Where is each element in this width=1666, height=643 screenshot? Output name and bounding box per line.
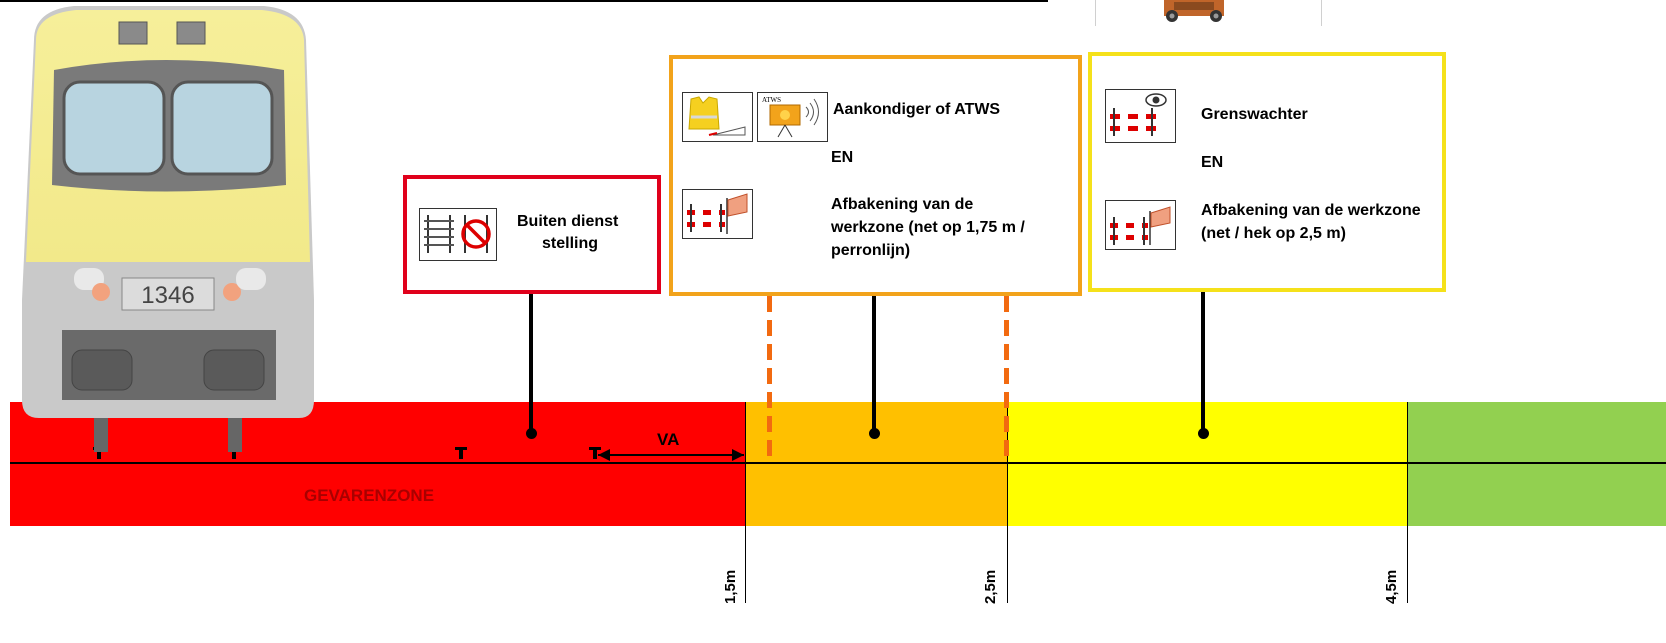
sentinel-line2: (net / hek op 2,5 m) xyxy=(1201,225,1346,242)
announcer-heading: Aankondiger of ATWS xyxy=(833,101,1001,118)
atws-warning-device-icon: ATWS xyxy=(762,96,819,138)
train-front: 1346 xyxy=(14,0,324,465)
track-machine-tile xyxy=(1095,0,1322,26)
out-of-service-pointer xyxy=(529,294,533,434)
sentinel-zone xyxy=(1007,402,1408,526)
announcer-dashed-line-left xyxy=(767,296,772,456)
out-of-service-label-line1: Buiten dienst xyxy=(517,213,619,230)
sentinel-and: EN xyxy=(1201,154,1224,171)
track-out-of-service-icon xyxy=(424,215,491,253)
divider-4-5m xyxy=(1407,402,1408,603)
track-out-of-service-tile xyxy=(419,208,497,261)
lookout-vest-horn-icon xyxy=(688,96,746,136)
top-rule xyxy=(0,0,1048,2)
atws-device-tile: ATWS xyxy=(757,92,828,142)
train-front-icon: 1346 xyxy=(22,6,314,452)
sentinel-tile xyxy=(1105,89,1176,143)
announcer-zone xyxy=(746,402,1007,526)
sentinel-eye-barrier-icon xyxy=(1110,93,1167,136)
track-machine-icon xyxy=(1164,0,1224,22)
va-label: VA xyxy=(657,430,680,449)
train-number: 1346 xyxy=(141,282,194,309)
sentinel-heading: Grenswachter xyxy=(1201,106,1308,123)
announcer-and: EN xyxy=(831,149,854,166)
sentinel-pointer-dot xyxy=(1198,428,1209,439)
lookout-vest-horn-tile xyxy=(682,92,753,142)
rail-marker-3 xyxy=(455,447,467,459)
atws-caption: ATWS xyxy=(762,96,781,104)
announcer-line2: werkzone (net op 1,75 m / xyxy=(831,219,1025,236)
barrier-net-icon xyxy=(687,193,748,234)
divider-2-5m xyxy=(1007,402,1008,603)
sentinel-pointer xyxy=(1201,292,1205,434)
out-of-service-box: Buiten dienst stelling xyxy=(403,175,661,294)
sentinel-box: Grenswachter EN Afbakening van de werkzo… xyxy=(1088,52,1446,292)
track-axis-line xyxy=(10,462,1666,464)
out-of-service-pointer-dot xyxy=(526,428,537,439)
announcer-line3: perronlijn) xyxy=(831,242,911,259)
announcer-box: ATWS Aankondiger of ATWS EN Afbakening v… xyxy=(669,55,1082,296)
barrier-net-tile xyxy=(682,189,753,239)
announcer-pointer xyxy=(872,296,876,434)
out-of-service-label-line2: stelling xyxy=(542,235,599,252)
announcer-pointer-dot xyxy=(869,428,880,439)
announcer-line1: Afbakening van de xyxy=(831,196,974,213)
sentinel-line1: Afbakening van de werkzone xyxy=(1201,202,1421,219)
rail-marker-4 xyxy=(589,447,601,459)
barrier-fence-icon xyxy=(1110,206,1171,245)
danger-zone-label: GEVARENZONE xyxy=(304,486,435,505)
barrier-fence-tile xyxy=(1105,200,1176,250)
safe-zone xyxy=(1408,402,1666,526)
danger-zone xyxy=(10,402,746,526)
divider-1-5m xyxy=(745,402,746,603)
va-arrow xyxy=(598,449,744,461)
announcer-dashed-line-right xyxy=(1004,296,1009,456)
